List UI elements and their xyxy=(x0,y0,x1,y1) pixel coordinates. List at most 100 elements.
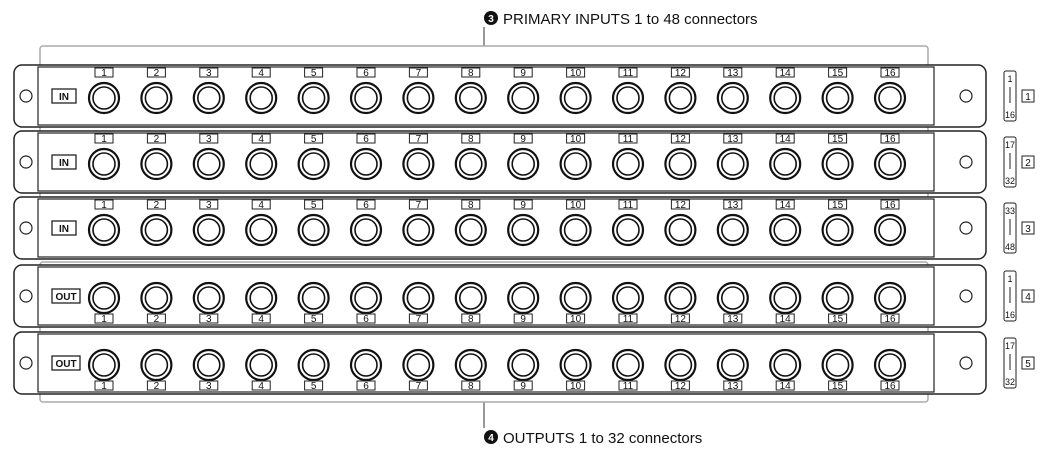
bnc-connector-inner xyxy=(616,286,640,310)
mounting-hole xyxy=(959,289,973,303)
connector-label-box xyxy=(513,67,533,78)
connector-label: 16 xyxy=(884,381,896,392)
connector-label: 5 xyxy=(311,68,317,79)
connector-label-box xyxy=(723,313,743,324)
connector-label: 5 xyxy=(311,314,317,325)
mounting-hole xyxy=(959,221,973,235)
panel-index: 3 xyxy=(1025,224,1031,235)
outputs-callout: 4 OUTPUTS 1 to 32 connectors xyxy=(483,402,702,447)
connector-label-box xyxy=(513,380,533,391)
connector-label-box xyxy=(94,67,114,78)
panel-index-box xyxy=(1021,221,1035,235)
connector-label-box xyxy=(304,313,324,324)
mounting-hole xyxy=(959,356,973,370)
mounting-hole xyxy=(19,221,33,235)
bnc-connector-inner xyxy=(406,86,431,110)
bnc-connector-inner xyxy=(144,218,169,242)
connector-label-box xyxy=(723,133,743,144)
connector-label: 3 xyxy=(206,381,212,392)
connector-label-box xyxy=(723,67,743,78)
connector-label: 14 xyxy=(780,314,792,325)
connector-label-box xyxy=(356,380,376,391)
connector-label-box xyxy=(146,380,166,391)
connector-label-box xyxy=(199,67,219,78)
callout-text: OUTPUTS 1 to 32 connectors xyxy=(503,430,702,447)
bnc-connector-inner xyxy=(301,152,326,176)
connector-label-box xyxy=(146,133,166,144)
mounting-hole xyxy=(19,356,33,370)
connector-label-box xyxy=(670,380,690,391)
bnc-connector-inner xyxy=(249,86,274,110)
connector-label-box xyxy=(408,380,428,391)
connector-label-box xyxy=(566,133,586,144)
bnc-connector-inner xyxy=(92,353,116,377)
connector-label-box xyxy=(94,199,114,210)
bnc-connector-inner xyxy=(197,286,221,310)
connector-label: 7 xyxy=(416,200,422,211)
connector-label: 7 xyxy=(416,134,422,145)
mounting-hole xyxy=(19,155,33,169)
connector-label: 16 xyxy=(884,134,896,145)
bnc-connector-inner xyxy=(825,152,850,176)
connector-label-box xyxy=(356,67,376,78)
connector-label: 8 xyxy=(468,68,474,79)
connector-label-box xyxy=(566,380,586,391)
connector-label: 4 xyxy=(258,134,264,145)
bnc-connector-inner xyxy=(511,152,536,176)
connector-label: 2 xyxy=(154,314,160,325)
panel-face xyxy=(37,333,935,393)
connector-label-box xyxy=(408,133,428,144)
bnc-connector-inner xyxy=(773,86,798,110)
panel-index: 4 xyxy=(1025,292,1031,303)
bnc-connector-inner xyxy=(354,218,378,242)
panel-index-box xyxy=(1021,289,1035,303)
callout-number: 4 xyxy=(488,433,494,444)
connector-label: 3 xyxy=(206,134,212,145)
bnc-connector-inner xyxy=(92,218,116,242)
bnc-connector-inner xyxy=(773,286,798,310)
connector-label-box xyxy=(251,199,271,210)
connector-label: 2 xyxy=(154,381,160,392)
connector-label: 15 xyxy=(832,68,844,79)
bnc-connector-inner xyxy=(773,152,798,176)
connector-label-box xyxy=(670,133,690,144)
panel-index-box xyxy=(1021,356,1035,370)
bnc-connector-inner xyxy=(773,353,798,377)
bnc-connector-inner xyxy=(720,86,745,110)
bnc-connector-inner xyxy=(563,152,588,176)
bnc-connector-inner xyxy=(458,353,483,377)
connector-label-box xyxy=(146,67,166,78)
connector-label-box xyxy=(461,67,481,78)
connector-label-box xyxy=(775,313,795,324)
bnc-connector-inner xyxy=(301,286,326,310)
bnc-connector-inner xyxy=(616,86,640,110)
panel-tag-box xyxy=(51,220,77,236)
connector-label-box xyxy=(828,133,848,144)
connector-label-box xyxy=(251,313,271,324)
bnc-connector-inner xyxy=(354,286,378,310)
range-end: 48 xyxy=(1005,242,1015,252)
connector-label: 1 xyxy=(101,381,107,392)
bnc-connector-inner xyxy=(144,86,169,110)
bnc-connector-inner xyxy=(354,86,378,110)
connector-label: 9 xyxy=(520,381,526,392)
bnc-connector-inner xyxy=(720,152,745,176)
connector-label-box xyxy=(513,199,533,210)
connector-label-box xyxy=(723,380,743,391)
bnc-connector-inner xyxy=(354,152,378,176)
range-start: 33 xyxy=(1005,206,1015,216)
connector-label: 1 xyxy=(101,134,107,145)
panel-face xyxy=(37,132,935,192)
bnc-connector-inner xyxy=(668,218,693,242)
bnc-connector-inner xyxy=(511,86,536,110)
connector-label: 6 xyxy=(363,134,369,145)
connector-label: 14 xyxy=(780,68,792,79)
connector-label: 9 xyxy=(520,134,526,145)
bnc-connector-inner xyxy=(825,353,850,377)
connector-label-box xyxy=(775,199,795,210)
bnc-connector-inner xyxy=(301,86,326,110)
connector-label: 3 xyxy=(206,68,212,79)
primary-inputs-callout: 3 PRIMARY INPUTS 1 to 48 connectors xyxy=(483,11,758,46)
